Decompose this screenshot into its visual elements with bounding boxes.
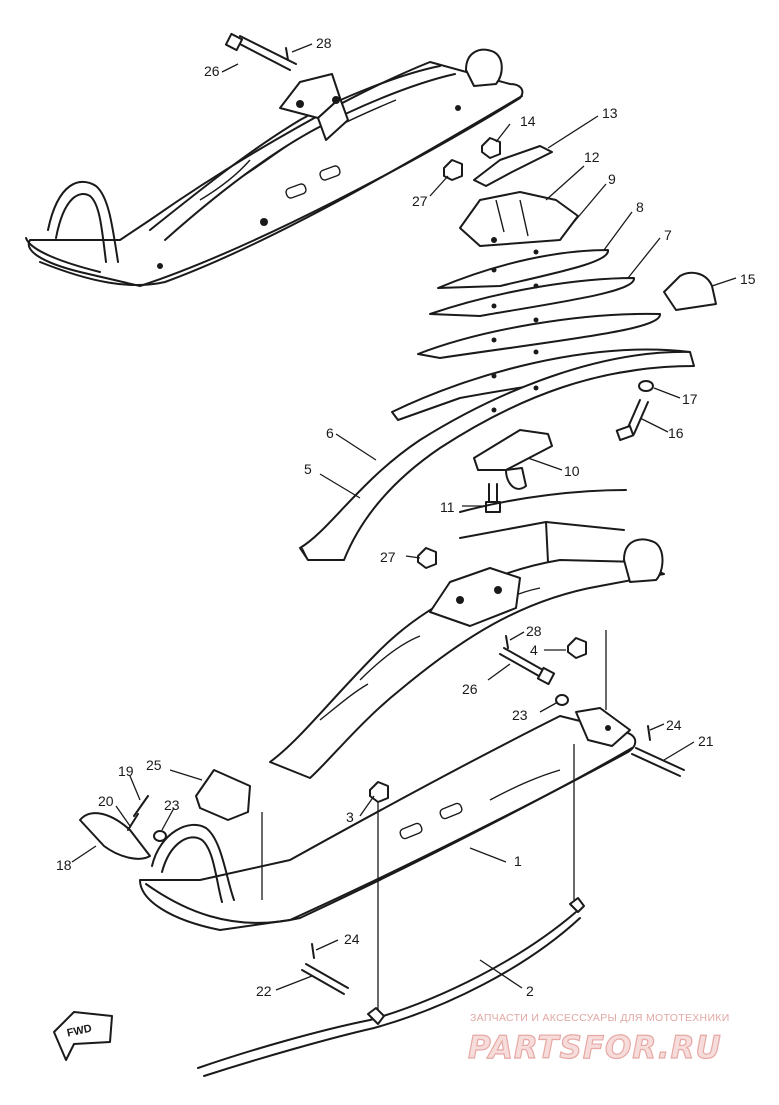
callout-28-top: 28 xyxy=(316,35,332,51)
leader-lines xyxy=(71,43,737,991)
assembled-ski-bottom xyxy=(79,538,685,1077)
watermark: ЗАПЧАСТИ И АКСЕССУАРЫ ДЛЯ МОТОТЕХНИКИ PA… xyxy=(467,1012,730,1067)
callout-27-top: 27 xyxy=(412,193,428,209)
callout-20: 20 xyxy=(98,793,114,809)
callout-23-left: 23 xyxy=(164,797,180,813)
callout-9: 9 xyxy=(608,171,616,187)
callout-10: 10 xyxy=(564,463,580,479)
watermark-caption: ЗАПЧАСТИ И АКСЕССУАРЫ ДЛЯ МОТОТЕХНИКИ xyxy=(470,1012,730,1024)
callout-3: 3 xyxy=(346,809,354,825)
callout-26-top: 26 xyxy=(204,63,220,79)
callout-18: 18 xyxy=(56,857,72,873)
callout-13: 13 xyxy=(602,105,618,121)
callout-28-bottom: 28 xyxy=(526,623,542,639)
fwd-label: FWD xyxy=(66,1023,93,1040)
callout-26-bottom: 26 xyxy=(462,681,478,697)
callout-1: 1 xyxy=(514,853,522,869)
callout-4: 4 xyxy=(530,642,538,658)
callout-25: 25 xyxy=(146,757,162,773)
callout-24-lower: 24 xyxy=(344,931,360,947)
callout-8: 8 xyxy=(636,199,644,215)
callout-22: 22 xyxy=(256,983,272,999)
callout-23-right: 23 xyxy=(512,707,528,723)
callout-12: 12 xyxy=(584,149,600,165)
callout-7: 7 xyxy=(664,227,672,243)
callout-5: 5 xyxy=(304,461,312,477)
callout-6: 6 xyxy=(326,425,334,441)
callout-labels: 1 2 3 4 5 6 7 8 9 10 11 12 13 14 15 16 1… xyxy=(56,35,756,999)
assembled-ski-top xyxy=(25,32,524,287)
callout-17: 17 xyxy=(682,391,698,407)
callout-15: 15 xyxy=(740,271,756,287)
watermark-brand: PARTSFOR.RU xyxy=(468,1030,722,1066)
callout-16: 16 xyxy=(668,425,684,441)
callout-11: 11 xyxy=(440,499,455,515)
callout-2: 2 xyxy=(526,983,534,999)
callout-14: 14 xyxy=(520,113,536,129)
exploded-leaf-spring xyxy=(299,137,717,563)
callout-19: 19 xyxy=(118,763,134,779)
fwd-arrow-icon: FWD xyxy=(53,1011,113,1061)
callout-27-bottom: 27 xyxy=(380,549,396,565)
callout-21: 21 xyxy=(698,733,714,749)
callout-24-upper: 24 xyxy=(666,717,682,733)
